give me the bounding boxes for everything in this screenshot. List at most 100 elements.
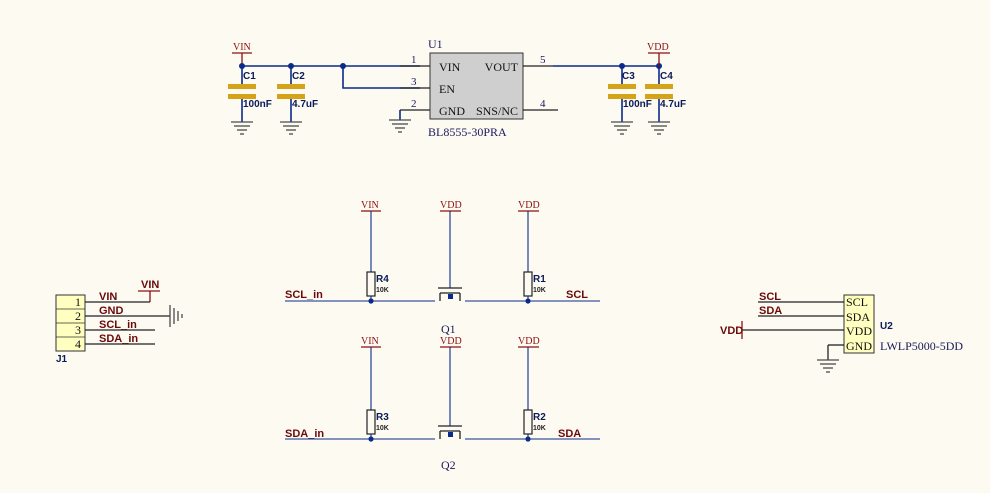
vdd-power-port: VDD [518, 200, 540, 272]
svg-text:100nF: 100nF [243, 99, 272, 110]
mosfet-q2: Q2 [438, 425, 462, 472]
svg-text:VDD: VDD [720, 325, 743, 337]
svg-text:R2: R2 [533, 412, 546, 423]
svg-text:SCL_in: SCL_in [99, 319, 137, 331]
svg-text:VDD: VDD [440, 336, 462, 347]
junction [368, 436, 374, 442]
svg-text:VDD: VDD [440, 200, 462, 211]
level-shifter-scl: VIN R4 10K VDD VDD R1 10K [285, 200, 600, 336]
junction [340, 63, 346, 69]
vin-power-port: VIN [361, 200, 381, 272]
svg-text:10K: 10K [376, 425, 389, 432]
svg-text:VIN: VIN [361, 200, 379, 211]
svg-text:U2: U2 [880, 321, 893, 332]
svg-text:SCL_in: SCL_in [285, 289, 323, 301]
resistor-r1: R1 10K [523, 271, 546, 301]
svg-text:SDA_in: SDA_in [99, 333, 138, 345]
svg-text:100nF: 100nF [623, 99, 652, 110]
svg-text:SDA_in: SDA_in [285, 428, 324, 440]
svg-text:SCL: SCL [846, 295, 868, 309]
ground-symbol [817, 359, 839, 373]
svg-text:GND: GND [846, 339, 872, 353]
svg-text:R3: R3 [376, 412, 389, 423]
junction [368, 298, 374, 304]
svg-text:3: 3 [411, 76, 417, 88]
svg-text:GND: GND [99, 305, 124, 317]
svg-text:C4: C4 [660, 71, 673, 82]
svg-text:Q1: Q1 [441, 322, 456, 336]
svg-text:VDD: VDD [518, 336, 540, 347]
svg-text:10K: 10K [533, 425, 546, 432]
svg-text:SCL: SCL [759, 291, 781, 303]
svg-text:VIN: VIN [361, 336, 379, 347]
svg-text:R1: R1 [533, 274, 546, 285]
capacitor-c4: C4 4.7uF [645, 66, 686, 135]
svg-text:GND: GND [439, 104, 465, 118]
svg-text:VDD: VDD [647, 42, 669, 53]
svg-text:SNS/NC: SNS/NC [476, 104, 518, 118]
svg-text:C3: C3 [622, 71, 635, 82]
resistor-r3: R3 10K [366, 409, 389, 439]
ground-symbol [169, 305, 183, 327]
svg-text:2: 2 [411, 98, 417, 110]
vin-power-port-top: VIN [232, 42, 252, 66]
svg-text:LWLP5000-5DD: LWLP5000-5DD [880, 339, 963, 353]
svg-text:VOUT: VOUT [485, 60, 519, 74]
vin-power-port: VIN [138, 279, 160, 302]
sensor-u2: SCL SDA VDD GND U2 LWLP5000-5DD SCL SDA … [720, 291, 963, 373]
svg-text:C2: C2 [292, 71, 305, 82]
svg-text:5: 5 [540, 54, 546, 66]
svg-text:SDA: SDA [759, 305, 782, 317]
vdd-power-port-sideways: VDD [720, 321, 743, 339]
capacitor-c1: C1 100nF [228, 66, 272, 135]
svg-text:VIN: VIN [439, 60, 461, 74]
vdd-power-port: VDD [518, 336, 540, 410]
capacitor-c3: C3 100nF [608, 66, 652, 135]
svg-text:4.7uF: 4.7uF [292, 99, 318, 110]
svg-text:VDD: VDD [518, 200, 540, 211]
svg-text:Q2: Q2 [441, 458, 456, 472]
ic-u1-regulator: U1 BL8555-30PRA VIN EN GND VOUT SNS/NC 1… [400, 37, 558, 139]
svg-text:R4: R4 [376, 274, 389, 285]
en-tie-wire [342, 66, 420, 89]
regulator-section: VIN C1 100nF [228, 37, 686, 139]
ground-symbol [389, 119, 411, 133]
svg-text:10K: 10K [376, 287, 389, 294]
svg-text:VIN: VIN [233, 42, 251, 53]
vdd-power-port-top: VDD [647, 42, 670, 66]
junction [525, 298, 531, 304]
level-shifter-sda: VIN R3 10K VDD VDD R2 10K [285, 336, 600, 472]
svg-text:VIN: VIN [141, 279, 159, 291]
svg-text:SCL: SCL [566, 289, 588, 301]
ground-symbol [611, 121, 633, 135]
svg-text:4.7uF: 4.7uF [660, 99, 686, 110]
svg-text:J1: J1 [56, 354, 68, 365]
capacitor-c2: C2 4.7uF [277, 66, 318, 135]
resistor-r4: R4 10K [366, 271, 389, 301]
svg-text:SDA: SDA [558, 428, 581, 440]
svg-text:4: 4 [540, 98, 546, 110]
resistor-r2: R2 10K [523, 409, 546, 439]
vin-power-port: VIN [361, 336, 381, 410]
svg-text:U1: U1 [428, 37, 443, 51]
ground-symbol [231, 121, 253, 135]
svg-text:VIN: VIN [99, 291, 117, 303]
svg-text:10K: 10K [533, 287, 546, 294]
vdd-power-port: VDD [440, 336, 462, 426]
svg-text:2: 2 [75, 309, 81, 323]
svg-text:BL8555-30PRA: BL8555-30PRA [428, 125, 507, 139]
svg-text:3: 3 [75, 323, 81, 337]
connector-j1: 1 2 3 4 J1 VIN GND SCL_in SDA_in VIN [55, 279, 183, 365]
svg-text:1: 1 [75, 295, 81, 309]
svg-text:VDD: VDD [846, 324, 872, 338]
svg-text:1: 1 [411, 54, 417, 66]
vdd-power-port: VDD [440, 200, 462, 288]
svg-text:EN: EN [439, 82, 455, 96]
junction [525, 436, 531, 442]
ground-symbol [648, 121, 670, 135]
svg-text:SDA: SDA [846, 310, 870, 324]
ground-symbol [280, 121, 302, 135]
svg-text:C1: C1 [243, 71, 256, 82]
mosfet-q1: Q1 [438, 287, 462, 336]
